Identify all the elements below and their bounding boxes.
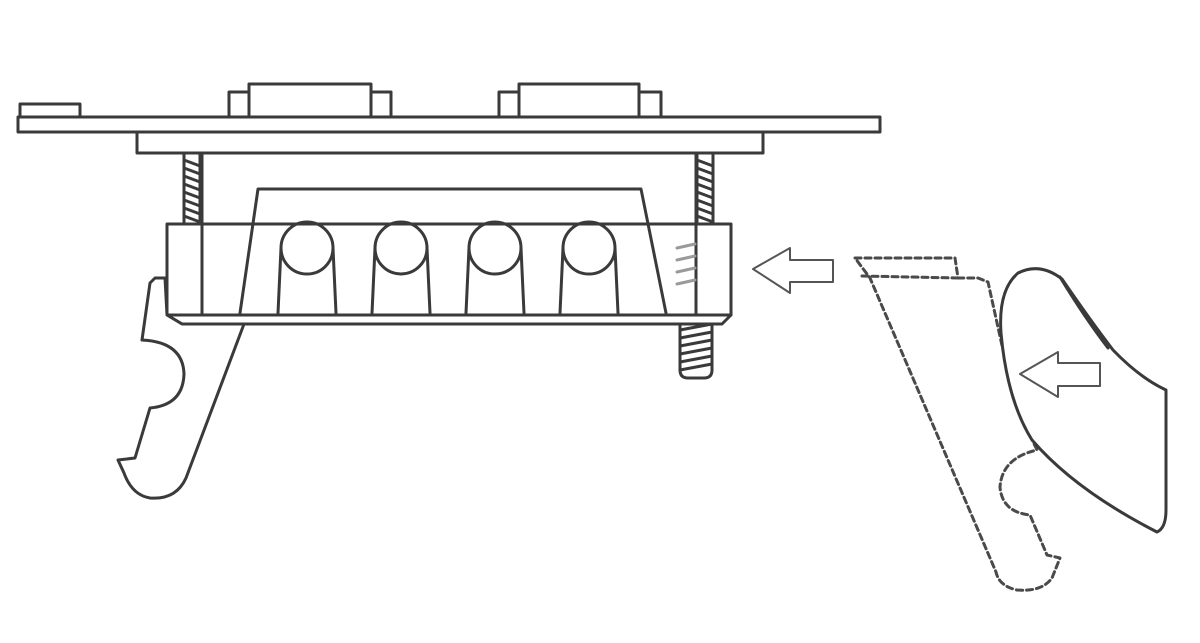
insert-arrow-icon — [752, 247, 834, 294]
hint-lines — [675, 242, 697, 286]
key-slot — [464, 220, 526, 315]
board-edge-tab — [18, 102, 82, 119]
key-slot — [558, 220, 620, 315]
connector-left — [227, 82, 393, 119]
bracket-outer — [165, 222, 733, 317]
latch-clip — [116, 276, 246, 500]
finger-icon — [999, 267, 1168, 534]
circuit-board — [16, 82, 882, 155]
key-slot — [370, 220, 432, 315]
spring-left — [182, 151, 202, 226]
push-arrow-icon — [1019, 351, 1101, 398]
screw — [678, 322, 714, 380]
mounting-bracket — [165, 151, 733, 326]
key-slots — [276, 220, 620, 315]
bracket-trapezoid — [238, 187, 668, 315]
spring-right — [695, 151, 715, 226]
board-top-plate — [16, 115, 882, 134]
latch-clip-dashed — [853, 256, 1062, 592]
connector-right — [497, 82, 663, 119]
board-lower-plate — [135, 130, 765, 155]
key-slot — [276, 220, 338, 315]
